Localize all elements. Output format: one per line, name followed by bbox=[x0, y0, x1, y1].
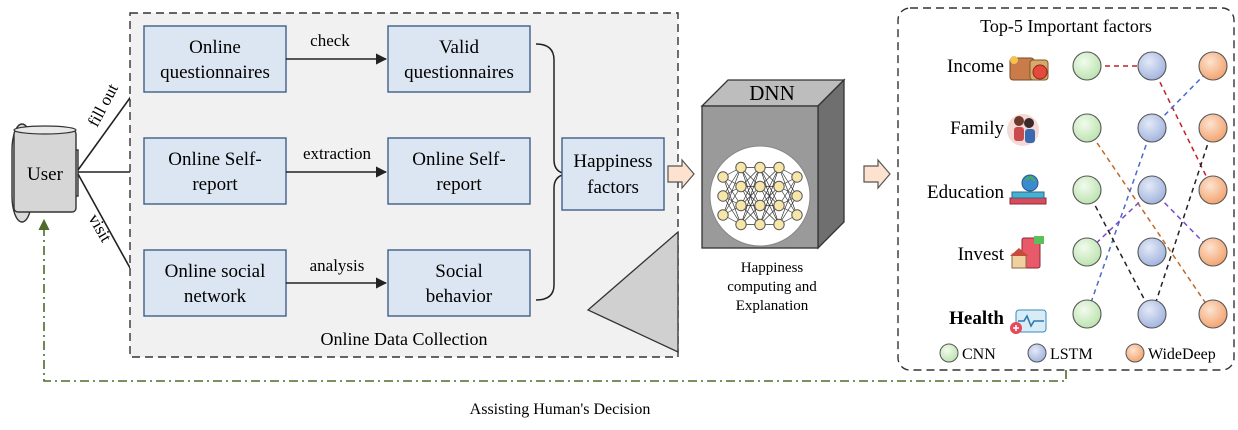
edge-check: check bbox=[310, 31, 350, 50]
arrow-user-to-social-network bbox=[77, 173, 141, 287]
education-icon bbox=[1009, 174, 1047, 205]
neuron bbox=[773, 180, 785, 193]
rank-link bbox=[1086, 127, 1153, 315]
edge-analysis: analysis bbox=[310, 256, 365, 275]
neuron bbox=[717, 209, 729, 221]
rank-link bbox=[1086, 189, 1153, 253]
income-icon bbox=[1009, 56, 1049, 81]
rank-circle-cnn bbox=[1072, 299, 1102, 329]
factors-title: Top-5 Important factors bbox=[980, 16, 1152, 36]
dnn-cube: DNN bbox=[700, 78, 846, 250]
rank-circle-cnn bbox=[1072, 175, 1102, 205]
online-data-collection-panel: Online questionnaires check Valid questi… bbox=[129, 12, 679, 358]
factor-income: Income bbox=[947, 56, 1004, 77]
neuron bbox=[791, 209, 803, 221]
svg-text:Online social: Online social bbox=[165, 261, 266, 282]
feedback-label: Assisting Human's Decision bbox=[470, 401, 651, 418]
rank-circle-widedeep bbox=[1198, 237, 1228, 267]
neuron bbox=[754, 218, 766, 231]
neuron bbox=[754, 161, 766, 174]
svg-text:report: report bbox=[192, 174, 238, 195]
legend-widedeep: WideDeep bbox=[1148, 346, 1216, 363]
factor-education: Education bbox=[927, 182, 1005, 203]
rank-circle-cnn bbox=[1072, 113, 1102, 143]
svg-text:factors: factors bbox=[587, 177, 639, 198]
feedback-loop-arrow bbox=[38, 218, 1067, 382]
svg-text:Social: Social bbox=[435, 261, 483, 282]
rank-circle-lstm bbox=[1137, 237, 1167, 267]
family-icon bbox=[1007, 114, 1039, 146]
rank-circle-lstm bbox=[1137, 113, 1167, 143]
collection-title: Online Data Collection bbox=[321, 329, 488, 349]
rank-circle-widedeep bbox=[1198, 51, 1228, 81]
svg-text:Valid: Valid bbox=[439, 37, 480, 58]
svg-text:Online: Online bbox=[189, 37, 241, 58]
legend-cnn: CNN bbox=[962, 346, 996, 363]
svg-text:behavior: behavior bbox=[426, 286, 493, 307]
rank-circle-cnn bbox=[1072, 51, 1102, 81]
rank-circle-lstm bbox=[1137, 175, 1167, 205]
rank-link bbox=[1086, 127, 1214, 315]
neuron bbox=[791, 190, 803, 202]
edge-fill-out: fill out bbox=[84, 80, 122, 130]
neuron bbox=[773, 161, 785, 174]
user-label: User bbox=[27, 164, 64, 185]
legend-lstm: LSTM bbox=[1050, 346, 1093, 363]
factor-family: Family bbox=[950, 118, 1004, 139]
neuron bbox=[791, 171, 803, 183]
svg-text:report: report bbox=[436, 174, 482, 195]
invest-icon bbox=[1010, 236, 1044, 269]
happiness-factors-box: Happiness factors bbox=[561, 137, 665, 211]
neuron bbox=[735, 218, 747, 231]
neuron bbox=[754, 199, 766, 212]
dnn-label: DNN bbox=[749, 81, 795, 105]
self-report-input-box: Online Self- report bbox=[143, 137, 287, 205]
edge-visit: visit bbox=[85, 211, 116, 246]
neuron bbox=[735, 161, 747, 174]
neuron bbox=[717, 171, 729, 183]
factor-invest: Invest bbox=[958, 244, 1005, 265]
svg-text:network: network bbox=[184, 286, 247, 307]
dnn-caption-line1: Happiness bbox=[741, 260, 804, 276]
factors-panel: Top-5 Important factors Income Family Ed… bbox=[897, 7, 1235, 371]
rank-circle-widedeep bbox=[1198, 113, 1228, 143]
rank-circle-widedeep bbox=[1198, 299, 1228, 329]
svg-text:questionnaires: questionnaires bbox=[404, 62, 514, 83]
neuron bbox=[754, 180, 766, 193]
svg-text:Online Self-: Online Self- bbox=[168, 149, 261, 170]
dnn-caption-line3: Explanation bbox=[736, 298, 809, 314]
ranking-circles bbox=[1072, 51, 1228, 329]
rank-circle-lstm bbox=[1137, 51, 1167, 81]
arrow-to-dnn bbox=[667, 158, 695, 190]
neuron bbox=[735, 180, 747, 193]
rank-link bbox=[1150, 127, 1214, 315]
edge-extraction: extraction bbox=[303, 144, 371, 163]
valid-questionnaires-box: Valid questionnaires bbox=[387, 25, 531, 93]
factor-health: Health bbox=[949, 308, 1004, 329]
svg-text:questionnaires: questionnaires bbox=[160, 62, 270, 83]
neuron bbox=[735, 199, 747, 212]
rank-circle-widedeep bbox=[1198, 175, 1228, 205]
social-network-box: Online social network bbox=[143, 249, 287, 317]
arrow-to-factors bbox=[863, 158, 891, 190]
social-behavior-box: Social behavior bbox=[387, 249, 531, 317]
rank-circle-lstm bbox=[1137, 299, 1167, 329]
rank-circle-cnn bbox=[1072, 237, 1102, 267]
health-icon bbox=[1010, 309, 1047, 334]
dnn-caption-line2: computing and bbox=[727, 279, 817, 295]
svg-text:Happiness: Happiness bbox=[573, 151, 652, 172]
arrow-user-to-questionnaires bbox=[77, 83, 141, 171]
neural-network-icon bbox=[717, 161, 803, 231]
neuron bbox=[717, 190, 729, 202]
online-questionnaires-box: Online questionnaires bbox=[143, 25, 287, 93]
neuron bbox=[773, 199, 785, 212]
neuron bbox=[773, 218, 785, 231]
svg-text:Online Self-: Online Self- bbox=[412, 149, 505, 170]
legend: CNN LSTM WideDeep bbox=[939, 343, 1216, 363]
user-node: User bbox=[11, 123, 79, 223]
self-report-output-box: Online Self- report bbox=[387, 137, 531, 205]
